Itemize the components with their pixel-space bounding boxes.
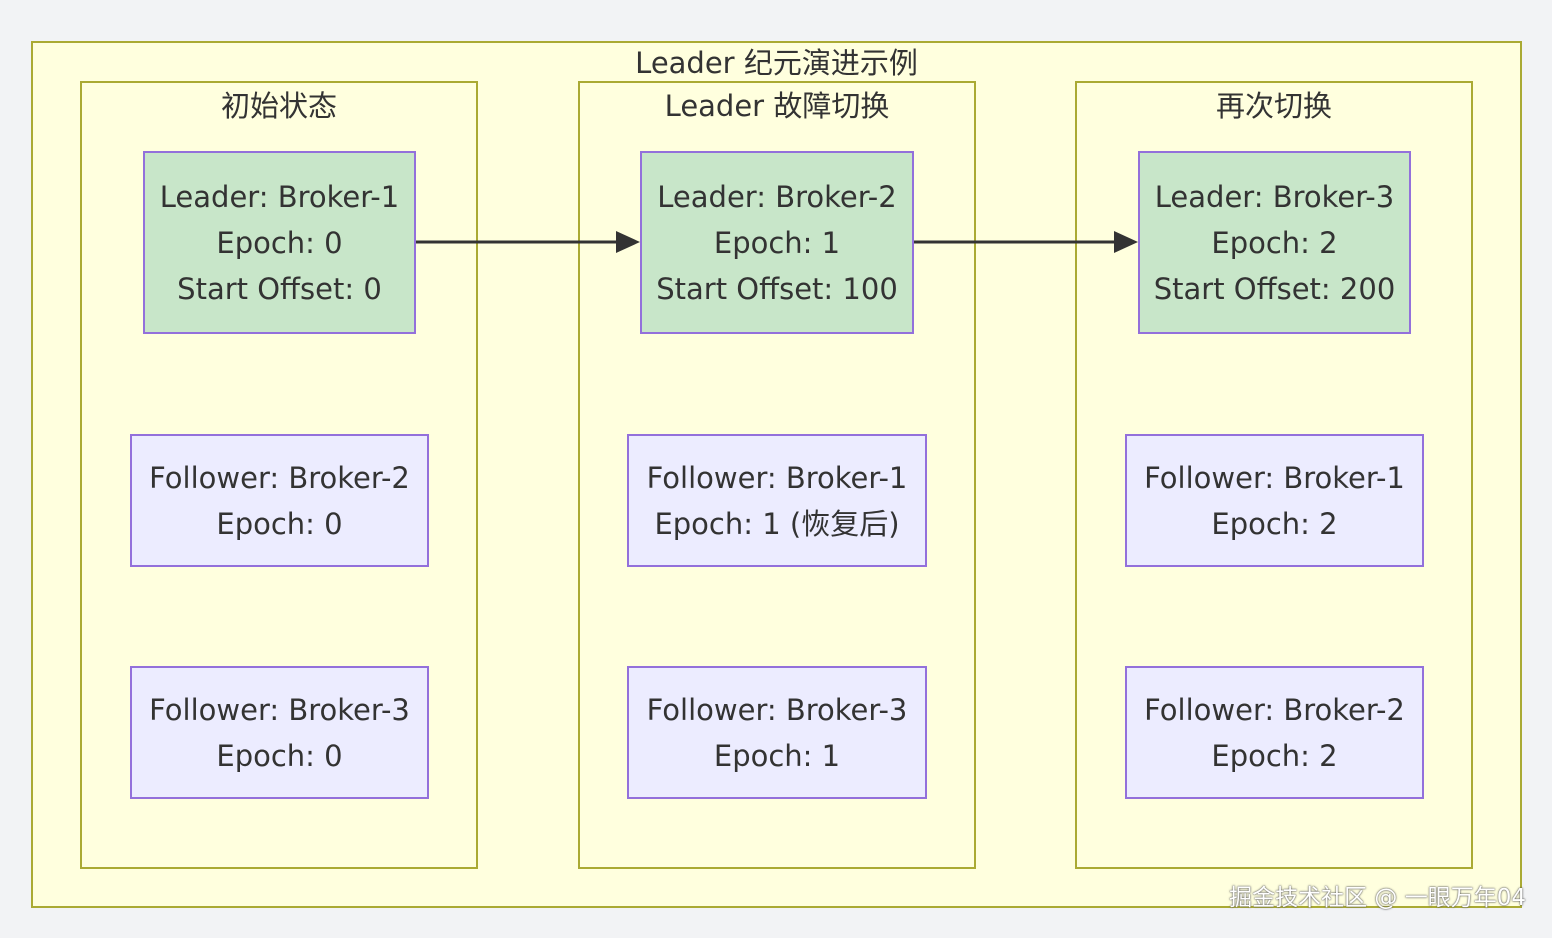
node-line: Follower: Broker-2	[1144, 692, 1405, 727]
node-line: Leader: Broker-3	[1154, 179, 1395, 214]
stage-title: 再次切换	[1215, 89, 1332, 123]
node-line: Epoch: 0	[216, 225, 343, 260]
follower-node-broker-2: Follower: Broker-2 Epoch: 2	[1125, 666, 1424, 799]
node-line: Follower: Broker-3	[646, 692, 908, 727]
follower-node-broker-3: Follower: Broker-3 Epoch: 0	[130, 666, 429, 799]
node-line: Follower: Broker-1	[646, 460, 908, 495]
follower-node-broker-1: Follower: Broker-1 Epoch: 2	[1125, 434, 1424, 567]
node-line: Epoch: 2	[1211, 738, 1338, 773]
follower-node-broker-3: Follower: Broker-3 Epoch: 1	[627, 666, 927, 799]
diagram-title: Leader 纪元演进示例	[635, 46, 918, 80]
leader-node-broker-1: Leader: Broker-1 Epoch: 0 Start Offset: …	[143, 151, 416, 334]
node-line: Start Offset: 200	[1153, 271, 1396, 306]
arrowhead-1-to-2	[616, 231, 640, 253]
follower-node-broker-1: Follower: Broker-1 Epoch: 1 (恢复后)	[627, 434, 927, 567]
leader-node-broker-3: Leader: Broker-3 Epoch: 2 Start Offset: …	[1138, 151, 1411, 334]
follower-node-broker-2: Follower: Broker-2 Epoch: 0	[130, 434, 429, 567]
node-line: Epoch: 1	[713, 738, 841, 773]
node-line: Epoch: 2	[1211, 506, 1338, 541]
watermark: 掘金技术社区 @ 一眼万年04	[1229, 885, 1526, 911]
node-line: Epoch: 1 (恢复后)	[654, 506, 900, 541]
node-line: Start Offset: 0	[177, 271, 382, 306]
stage-title: 初始状态	[220, 89, 337, 123]
node-line: Follower: Broker-3	[149, 692, 410, 727]
node-line: Follower: Broker-2	[149, 460, 410, 495]
node-line: Epoch: 0	[216, 506, 343, 541]
arrowhead-2-to-3	[1114, 231, 1138, 253]
node-line: Leader: Broker-1	[159, 179, 400, 214]
node-line: Epoch: 0	[216, 738, 343, 773]
leader-node-broker-2: Leader: Broker-2 Epoch: 1 Start Offset: …	[640, 151, 914, 334]
node-line: Leader: Broker-2	[657, 179, 897, 214]
node-line: Epoch: 2	[1211, 225, 1338, 260]
node-line: Follower: Broker-1	[1144, 460, 1405, 495]
node-line: Start Offset: 100	[656, 271, 898, 306]
node-line: Epoch: 1	[713, 225, 841, 260]
stage-title: Leader 故障切换	[664, 89, 890, 123]
